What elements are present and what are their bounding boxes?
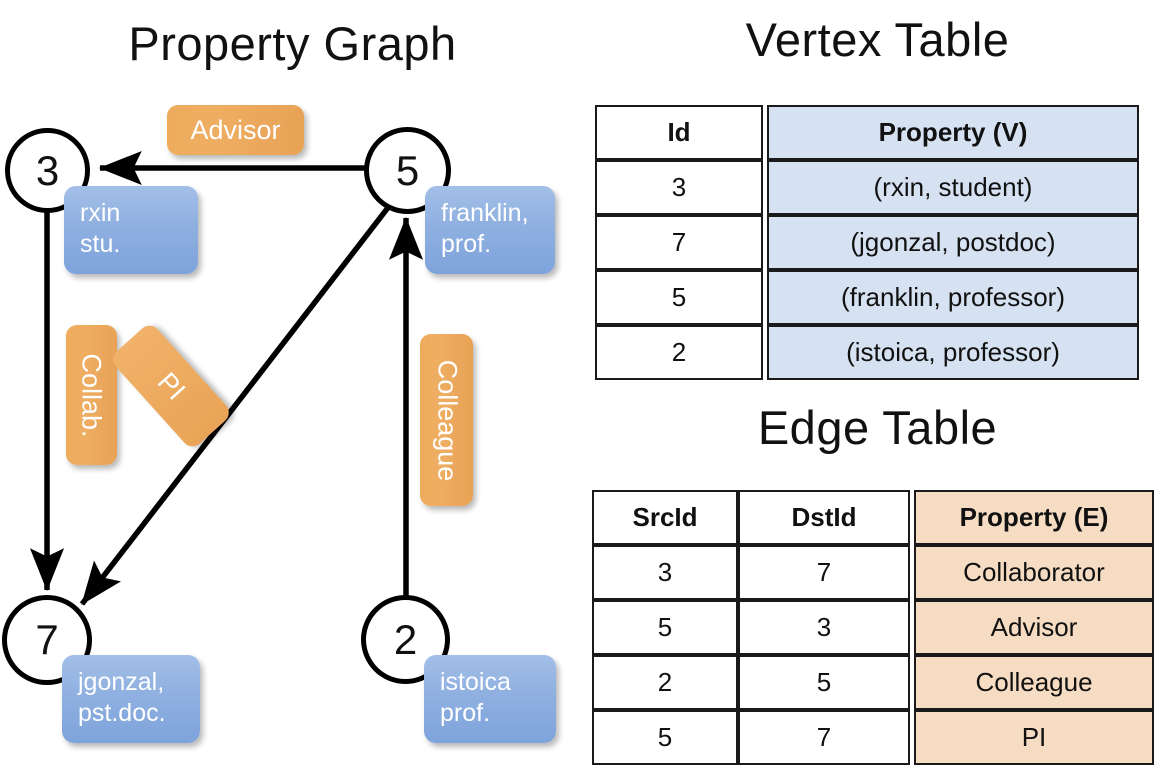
vertex-row-3-id: 2 [595,325,763,380]
edge-table-column-gap [910,490,914,545]
vertex-property-box-7: jgonzal, pst.doc. [62,655,200,743]
edge-row-2-dst: 5 [738,655,910,710]
edge-row-3-dst: 7 [738,710,910,765]
arrow-5-to-7 [79,203,393,606]
vertex-property-2-line1: istoica [440,668,511,696]
graph-edges-svg [29,150,424,606]
edge-table-header-row: SrcId DstId Property (E) [592,490,1154,545]
vertex-table-header-row: Id Property (V) [595,105,1139,160]
vertex-property-box-5: franklin, prof. [425,186,555,274]
edge-row-0-property: Collaborator [914,545,1154,600]
graph-node-2[interactable]: 2 [361,595,450,684]
edge-row-0-src: 3 [592,545,738,600]
vertex-table-column-gap [763,215,767,270]
graph-node-3-label: 3 [35,146,60,194]
edge-row-3-property: PI [914,710,1154,765]
vertex-property-box-3: rxin stu. [64,186,198,274]
graph-node-5-label: 5 [395,146,420,194]
vertex-row-0-property: (rxin, student) [767,160,1139,215]
vertex-property-7-line2: pst.doc. [78,699,166,728]
edge-row-2-src: 2 [592,655,738,710]
table-row[interactable]: 5 3 Advisor [592,600,1154,655]
edge-table-column-gap [910,600,914,655]
table-row[interactable]: 2 (istoica, professor) [595,325,1139,380]
page-title-property-graph: Property Graph [128,17,457,70]
vertex-table-column-gap [763,105,767,160]
edge-label-colleague-text: Colleague [432,359,462,481]
edge-label-collab: Collab. [66,325,117,465]
table-row[interactable]: 3 (rxin, student) [595,160,1139,215]
edge-row-2-property: Colleague [914,655,1154,710]
vertex-property-5-line1: franklin, [441,199,529,227]
edge-label-collab-text: Collab. [77,352,108,438]
edge-row-3-src: 5 [592,710,738,765]
table-row[interactable]: 7 (jgonzal, postdoc) [595,215,1139,270]
table-row[interactable]: 5 7 PI [592,710,1154,765]
vertex-row-0-id: 3 [595,160,763,215]
vertex-table: Id Property (V) 3 (rxin, student) 7 (jgo… [595,105,1139,380]
vertex-property-5-line2: prof. [441,230,492,259]
edge-table-header-property: Property (E) [914,490,1154,545]
vertex-row-2-property: (franklin, professor) [767,270,1139,325]
vertex-property-7-line1: jgonzal, [78,668,165,696]
edge-label-colleague: Colleague [420,334,473,506]
vertex-table-column-gap [763,325,767,380]
graph-node-2-label: 2 [393,615,418,663]
graph-node-7-label: 7 [35,616,59,663]
edge-label-advisor: Advisor [167,105,304,155]
vertex-table-column-gap [763,270,767,325]
edge-table-column-gap [910,710,914,765]
edge-row-1-dst: 3 [738,600,910,655]
table-row[interactable]: 3 7 Collaborator [592,545,1154,600]
table-row[interactable]: 5 (franklin, professor) [595,270,1139,325]
vertex-property-3-line1: rxin [80,199,121,227]
property-graph-diagram: 3 5 7 2 rxin stu. franklin, prof. jgonza… [0,0,585,760]
table-row[interactable]: 2 5 Colleague [592,655,1154,710]
vertex-row-1-id: 7 [595,215,763,270]
vertex-table-column-gap [763,160,767,215]
graph-node-5[interactable]: 5 [364,127,451,214]
page-title-vertex-table: Vertex Table [745,13,1010,66]
vertex-property-2-line2: prof. [440,699,491,728]
edge-row-1-property: Advisor [914,600,1154,655]
edge-row-0-dst: 7 [738,545,910,600]
edge-table-header-srcid: SrcId [592,490,738,545]
page-title-edge-table: Edge Table [757,401,998,454]
vertex-row-2-id: 5 [595,270,763,325]
edge-table-header-dstid: DstId [738,490,910,545]
edge-row-1-src: 5 [592,600,738,655]
vertex-property-box-2: istoica prof. [424,655,556,743]
vertex-table-header-property: Property (V) [767,105,1139,160]
edge-table-column-gap [910,655,914,710]
vertex-table-header-id: Id [595,105,763,160]
edge-label-pi-text: PI [151,366,192,406]
vertex-row-1-property: (jgonzal, postdoc) [767,215,1139,270]
vertex-row-3-property: (istoica, professor) [767,325,1139,380]
edge-table-column-gap [910,545,914,600]
vertex-property-3-line2: stu. [80,230,121,259]
edge-label-advisor-text: Advisor [190,114,281,145]
edge-table: SrcId DstId Property (E) 3 7 Collaborato… [592,490,1154,765]
